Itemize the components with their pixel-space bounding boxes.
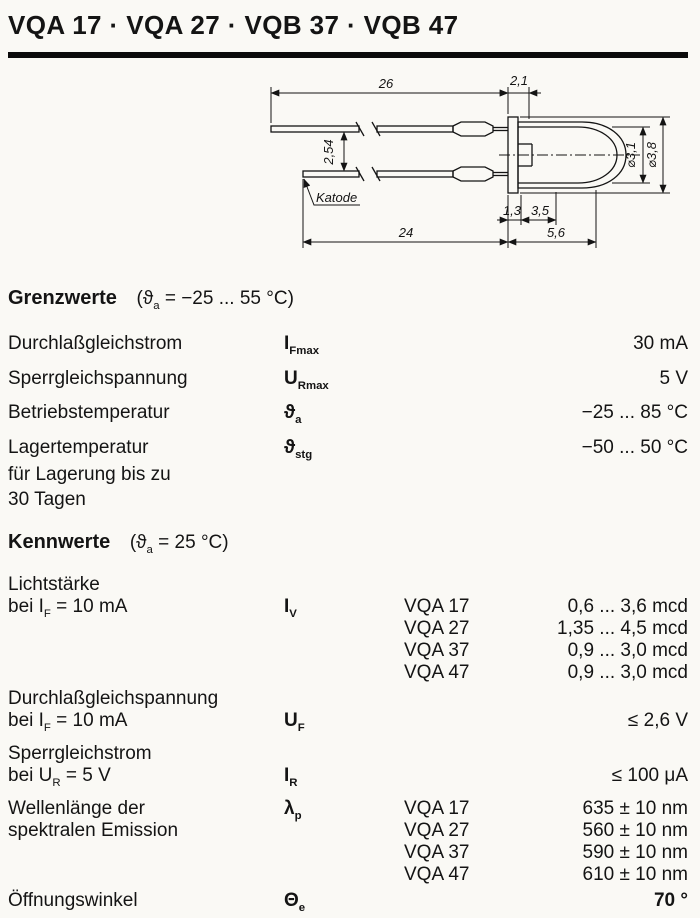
spec-condition: bei IF = 10 mA	[8, 709, 128, 734]
type-label: VQA 27	[404, 819, 470, 841]
led-dimension-drawing: 26 2,1 2,54 Katode 24 1,3 3,5 5,6 ⌀3,1 ⌀…	[270, 73, 670, 248]
page-title: VQA 17 · VQA 27 · VQB 37 · VQB 47	[8, 10, 459, 40]
spec-symbol: IFmax	[284, 332, 320, 357]
spec-value: ≤ 100 μA	[611, 764, 688, 786]
spec-label: Wellenlänge der spektralen Emission	[8, 798, 284, 842]
dim-top-lead-label: 26	[378, 76, 394, 91]
spec-value: 1,35 ... 4,5 mcd	[557, 617, 688, 639]
spec-condition: bei IF = 10 mA	[8, 595, 128, 620]
spec-label: Lagertemperatur für Lagerung bis zu 30 T…	[8, 434, 284, 512]
kennwerte-condition: (ϑa = 25 °C)	[129, 532, 229, 556]
cathode-label: Katode	[316, 190, 357, 205]
table-row: bei UR = 5 V IR ≤ 100 μA	[8, 765, 688, 794]
table-row: Sperrgleichspannung URmax 5 V	[8, 365, 688, 400]
table-row: Betriebstemperatur ϑa −25 ... 85 °C	[8, 399, 688, 434]
dim-dia-outer-label: ⌀3,8	[644, 141, 659, 168]
table-row: bei IF = 10 mA IV VQA 17 0,6 ... 3,6 mcd…	[8, 596, 688, 684]
type-label: VQA 37	[404, 639, 470, 661]
spec-value: −25 ... 85 °C	[581, 402, 688, 424]
type-label: VQA 27	[404, 617, 470, 639]
spec-label: Lichtstärke	[8, 573, 100, 595]
spec-label: Sperrgleichspannung	[8, 367, 188, 389]
spec-value: 0,9 ... 3,0 mcd	[567, 639, 688, 661]
grenzwerte-condition: (ϑa = −25 ... 55 °C)	[136, 288, 294, 312]
list-item: VQA 37 0,9 ... 3,0 mcd	[404, 640, 688, 662]
list-item: VQA 27 560 ± 10 nm	[404, 820, 688, 842]
grenzwerte-table: Durchlaßgleichstrom IFmax 30 mA Sperrgle…	[8, 330, 688, 512]
kennwerte-table: Lichtstärke bei IF = 10 mA IV VQA 17 0,6…	[8, 574, 688, 918]
type-label: VQA 47	[404, 661, 470, 683]
spec-symbol: IR	[284, 764, 298, 789]
spec-label-line: 30 Tagen	[8, 489, 86, 511]
spec-value: 0,9 ... 3,0 mcd	[567, 661, 688, 683]
dim-body-total-label: 5,6	[547, 225, 566, 240]
spec-value: 635 ± 10 nm	[582, 797, 689, 819]
type-value-list: VQA 17 635 ± 10 nm VQA 27 560 ± 10 nm VQ…	[404, 798, 688, 886]
table-row: Wellenlänge der spektralen Emission λp V…	[8, 798, 688, 886]
list-item: VQA 27 1,35 ... 4,5 mcd	[404, 618, 688, 640]
dim-body-mid-label: 3,5	[531, 203, 550, 218]
spec-group-oeffnungswinkel: Öffnungswinkel Θe 70 °	[8, 890, 688, 918]
list-item: VQA 17 0,6 ... 3,6 mcd	[404, 596, 688, 618]
spec-value: −50 ... 50 °C	[581, 437, 688, 459]
spec-value: 560 ± 10 nm	[582, 819, 689, 841]
table-row: Lagertemperatur für Lagerung bis zu 30 T…	[8, 434, 688, 512]
kennwerte-title: Kennwerte	[8, 531, 111, 554]
table-row: bei IF = 10 mA UF ≤ 2,6 V	[8, 710, 688, 739]
spec-label-line: Lagertemperatur	[8, 437, 149, 459]
table-row: Öffnungswinkel Θe 70 °	[8, 890, 688, 918]
spec-symbol: IV	[284, 595, 297, 620]
spec-label: Sperrgleichstrom	[8, 742, 152, 764]
spec-symbol: ϑa	[284, 402, 302, 427]
spec-group-durchlass: Durchlaßgleichspannung bei IF = 10 mA UF…	[8, 688, 688, 739]
spec-value: ≤ 2,6 V	[627, 709, 688, 731]
spec-value: 0,6 ... 3,6 mcd	[567, 595, 688, 617]
kennwerte-heading: Kennwerte (ϑa = 25 °C)	[8, 530, 688, 562]
spec-symbol: ϑstg	[284, 437, 313, 461]
spec-symbol: UF	[284, 709, 305, 734]
type-label: VQA 17	[404, 797, 470, 819]
spec-value: 610 ± 10 nm	[582, 863, 689, 885]
dim-flange-label: 2,1	[509, 73, 528, 88]
list-item: VQA 47 0,9 ... 3,0 mcd	[404, 662, 688, 684]
spec-condition: bei UR = 5 V	[8, 764, 111, 789]
led-drawing-figure: 26 2,1 2,54 Katode 24 1,3 3,5 5,6 ⌀3,1 ⌀…	[8, 72, 688, 268]
spec-symbol: URmax	[284, 367, 329, 392]
grenzwerte-heading: Grenzwerte (ϑa = −25 ... 55 °C)	[8, 286, 688, 318]
spec-group-sperr: Sperrgleichstrom bei UR = 5 V IR ≤ 100 μ…	[8, 743, 688, 794]
spec-group-lichtstaerke: Lichtstärke bei IF = 10 mA IV VQA 17 0,6…	[8, 574, 688, 684]
dim-bottom-lead-label: 24	[398, 225, 413, 240]
spec-label: Betriebstemperatur	[8, 402, 170, 424]
table-row: Durchlaßgleichstrom IFmax 30 mA	[8, 330, 688, 365]
dim-body-flange-label: 1,3	[503, 203, 522, 218]
list-item: VQA 17 635 ± 10 nm	[404, 798, 688, 820]
spec-label: Durchlaßgleichstrom	[8, 332, 183, 354]
spec-label-line: für Lagerung bis zu	[8, 464, 171, 486]
spec-symbol: λp	[284, 797, 302, 822]
spec-value: 590 ± 10 nm	[582, 841, 689, 863]
list-item: VQA 37 590 ± 10 nm	[404, 842, 688, 864]
dimension-texts: 26 2,1 2,54 Katode 24 1,3 3,5 5,6 ⌀3,1 ⌀…	[316, 73, 659, 240]
spec-symbol: Θe	[284, 889, 306, 914]
dimension-lines	[270, 87, 670, 248]
title-rule	[8, 52, 688, 58]
spec-value: 70 °	[653, 889, 688, 911]
type-label: VQA 17	[404, 595, 470, 617]
type-label: VQA 47	[404, 863, 470, 885]
type-label: VQA 37	[404, 841, 470, 863]
dim-dia-inner-label: ⌀3,1	[623, 142, 638, 168]
type-value-list: VQA 17 0,6 ... 3,6 mcd VQA 27 1,35 ... 4…	[404, 596, 688, 684]
grenzwerte-title: Grenzwerte	[8, 287, 117, 309]
spec-label-line: Wellenlänge der	[8, 797, 145, 819]
dim-pitch-label: 2,54	[321, 139, 336, 165]
spec-label: Öffnungswinkel	[8, 889, 138, 911]
spec-group-wellenlaenge: Wellenlänge der spektralen Emission λp V…	[8, 798, 688, 886]
spec-label: Durchlaßgleichspannung	[8, 687, 219, 709]
spec-value: 30 mA	[633, 332, 688, 354]
spec-label-line: spektralen Emission	[8, 819, 179, 841]
spec-value: 5 V	[659, 367, 688, 389]
list-item: VQA 47 610 ± 10 nm	[404, 864, 688, 886]
